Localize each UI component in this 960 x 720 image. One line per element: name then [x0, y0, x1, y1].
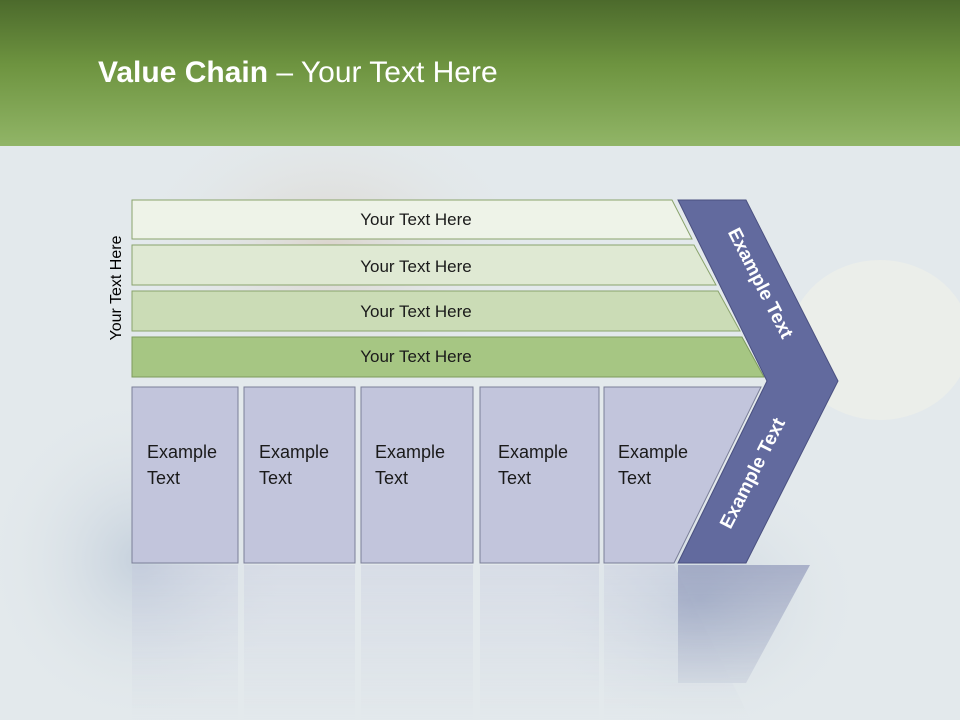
box-2-line1: Example	[259, 442, 329, 462]
row-1-shape	[131, 199, 693, 240]
box-3	[360, 386, 474, 564]
box-4-line1: Example	[498, 442, 568, 462]
chevron-arrow	[677, 199, 839, 564]
box-1-line1: Example	[147, 442, 217, 462]
row-4-shape	[131, 336, 765, 378]
box-1	[131, 386, 239, 564]
box-2-line2: Text	[259, 468, 292, 488]
title-bold: Value Chain	[98, 56, 269, 89]
title-bar: Value Chain – Your Text Here	[0, 0, 960, 146]
side-label: Your Text Here	[108, 235, 125, 340]
box-3-line1: Example	[375, 442, 445, 462]
row-3-label: Your Text Here	[360, 302, 472, 321]
box-5-line2: Text	[618, 468, 651, 488]
slide-title: Value Chain – Your Text Here	[98, 56, 498, 90]
row-2-shape	[131, 244, 717, 286]
box-4-line2: Text	[498, 468, 531, 488]
box-5	[603, 386, 762, 564]
row-4-label: Your Text Here	[360, 347, 472, 366]
box-5-line1: Example	[618, 442, 688, 462]
row-2-label: Your Text Here	[360, 257, 472, 276]
row-3-shape	[131, 290, 741, 332]
box-2	[243, 386, 356, 564]
row-1-label: Your Text Here	[360, 210, 472, 229]
box-3-line2: Text	[375, 468, 408, 488]
box-4	[479, 386, 600, 564]
title-rest: – Your Text Here	[268, 56, 498, 89]
box-1-line2: Text	[147, 468, 180, 488]
reflection	[132, 565, 810, 720]
